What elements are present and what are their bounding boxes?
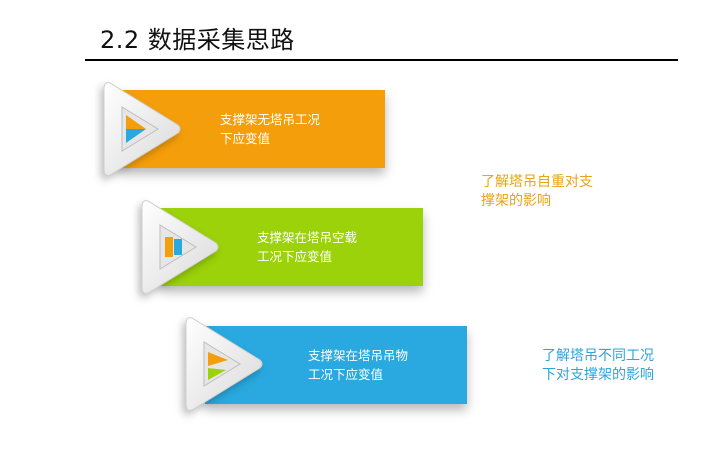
slide-title: 2.2 数据采集思路	[100, 26, 295, 54]
triangle-play-icon	[141, 200, 219, 294]
note-2: 了解塔吊不同工况 下对支撑架的影响	[542, 348, 654, 383]
step-card-1-text: 支撑架无塔吊工况 下应变值	[220, 112, 321, 146]
note-1: 了解塔吊自重对支 撑架的影响	[481, 174, 593, 209]
step-card-2: 支撑架在塔吊空载 工况下应变值	[160, 208, 423, 286]
step-card-3-text: 支撑架在塔吊吊物 工况下应变值	[308, 348, 409, 382]
triangle-play-icon	[185, 317, 263, 411]
step-card-2-text: 支撑架在塔吊空载 工况下应变值	[257, 230, 358, 264]
title-rule	[85, 59, 678, 61]
triangle-play-icon	[103, 82, 181, 176]
